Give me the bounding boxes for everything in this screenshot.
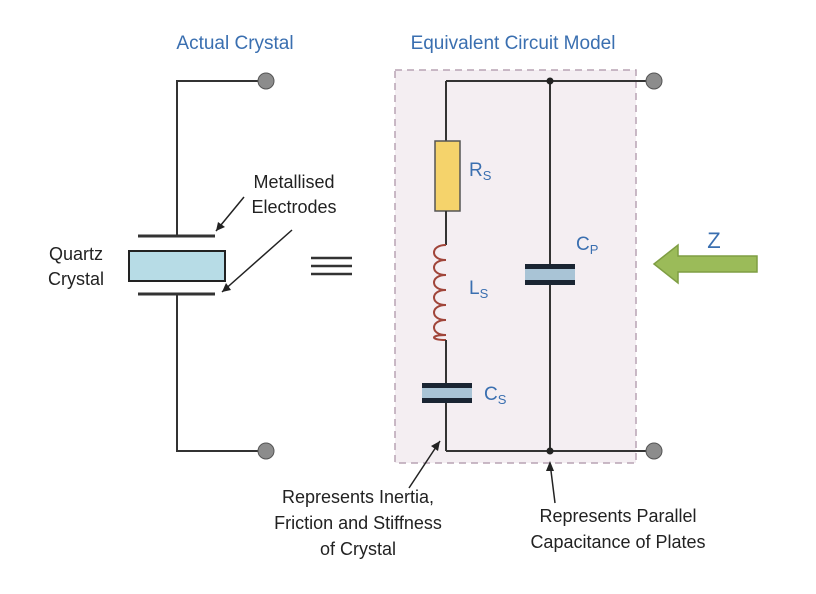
- series-pointer-arrowhead: [431, 441, 440, 451]
- metallised-label-line2: Electrodes: [251, 197, 336, 217]
- bottom-lead-wire: [176, 294, 266, 452]
- parallel-capacitor: [525, 264, 575, 285]
- parallel-branch: [525, 81, 575, 451]
- impedance-label: Z: [707, 228, 720, 253]
- quartz-label-line2: Crystal: [48, 269, 104, 289]
- electrode-arrowhead-lower: [222, 283, 231, 292]
- cs-label: CS: [484, 384, 507, 407]
- ls-label: LS: [469, 278, 489, 301]
- actual-crystal-title: Actual Crystal: [176, 33, 293, 54]
- series-annotation-line2: Friction and Stiffness: [274, 513, 442, 533]
- left-top-terminal: [257, 72, 275, 90]
- equivalent-to-symbol: [311, 256, 352, 276]
- equivalent-circuit-box: [394, 69, 637, 464]
- left-bottom-terminal: [257, 442, 275, 460]
- quartz-crystal-body: [128, 250, 226, 282]
- metallised-label-line1: Metallised: [253, 172, 334, 192]
- electrode-pointer-lower: [221, 229, 293, 293]
- bottom-junction-dot: [546, 447, 554, 455]
- top-junction-dot: [546, 77, 554, 85]
- actual-crystal-symbol: [128, 72, 275, 460]
- series-resistor: [434, 140, 461, 212]
- right-bottom-terminal: [645, 442, 663, 460]
- impedance-arrow: [652, 243, 758, 285]
- cp-label: CP: [576, 234, 598, 257]
- parallel-annotation-line1: Represents Parallel: [539, 506, 696, 526]
- right-top-terminal: [645, 72, 663, 90]
- rs-label: RS: [469, 160, 492, 183]
- top-lead-wire: [176, 80, 266, 236]
- series-annotation-line1: Represents Inertia,: [282, 487, 434, 507]
- electrode-arrowhead-upper: [216, 222, 225, 231]
- series-branch: [422, 81, 472, 451]
- series-inductor-coil: [433, 244, 447, 341]
- quartz-label-line1: Quartz: [49, 244, 103, 264]
- series-pointer-line: [408, 440, 441, 489]
- series-annotation-line3: of Crystal: [320, 539, 396, 559]
- equivalent-circuit-title: Equivalent Circuit Model: [411, 33, 616, 54]
- parallel-pointer-arrowhead: [546, 461, 554, 471]
- series-capacitor: [422, 383, 472, 403]
- parallel-annotation-line2: Capacitance of Plates: [530, 532, 705, 552]
